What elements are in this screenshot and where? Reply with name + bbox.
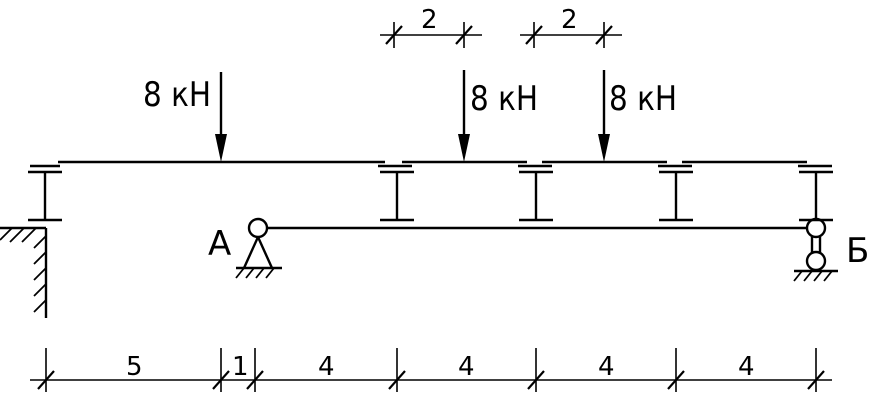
load-arrow bbox=[598, 70, 610, 162]
load-label-1: 8 кН bbox=[143, 75, 211, 115]
top-dimension-2 bbox=[520, 22, 622, 48]
i-beam-section bbox=[799, 170, 833, 222]
load-arrow bbox=[215, 72, 227, 162]
support-b-roller bbox=[793, 217, 838, 282]
support-b-label: Б bbox=[846, 231, 869, 271]
bottom-dimension-label-1: 5 bbox=[126, 352, 143, 382]
top-dimension-label-2: 2 bbox=[561, 5, 578, 35]
i-beam-section bbox=[380, 170, 414, 222]
i-beam-section bbox=[659, 170, 693, 222]
bottom-dimension-label-2: 1 bbox=[232, 352, 249, 382]
fixed-wall-support bbox=[0, 226, 48, 318]
load-label-3: 8 кН bbox=[609, 79, 677, 119]
bottom-dimension-label-4: 4 bbox=[458, 352, 475, 382]
support-a-pin bbox=[235, 217, 282, 279]
bottom-dimension-label-6: 4 bbox=[738, 352, 755, 382]
i-beam-sections bbox=[28, 170, 833, 222]
bottom-dimension-label-3: 4 bbox=[318, 352, 335, 382]
top-dimension-1 bbox=[380, 22, 482, 48]
i-beam-section bbox=[28, 170, 62, 222]
top-dimension-label-1: 2 bbox=[421, 5, 438, 35]
i-beam-section bbox=[519, 170, 553, 222]
upper-beams bbox=[30, 160, 832, 168]
load-arrow bbox=[458, 70, 470, 162]
support-a-label: А bbox=[208, 224, 231, 264]
bottom-dimension-label-5: 4 bbox=[598, 352, 615, 382]
load-label-2: 8 кН bbox=[470, 79, 538, 119]
bottom-dimension-chain bbox=[30, 348, 832, 392]
